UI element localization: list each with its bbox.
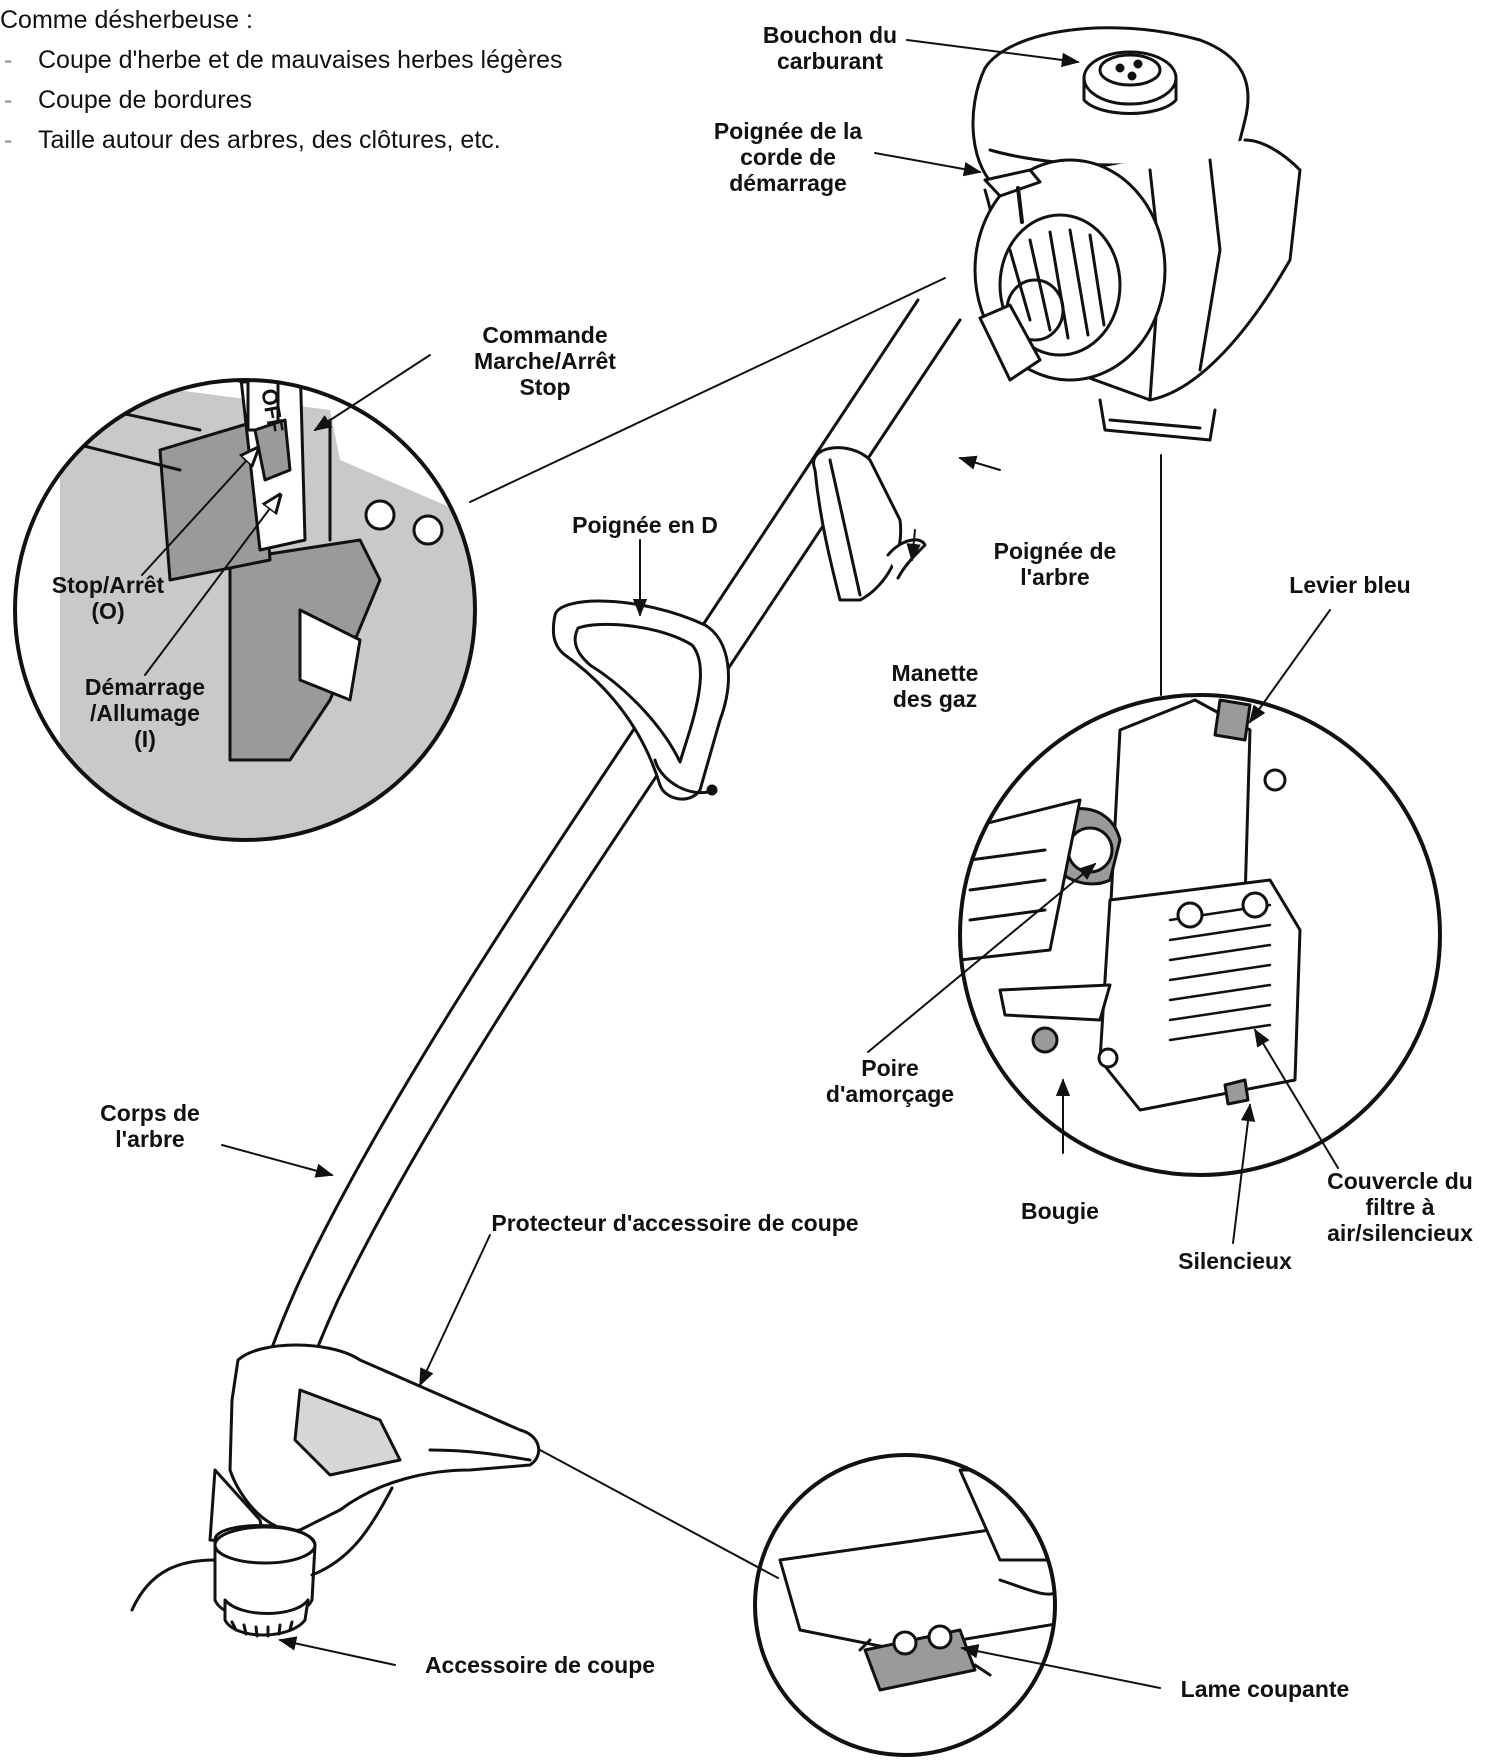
label-cutting-blade: Lame coupante — [1180, 1676, 1350, 1702]
intro-list: -Coupe d'herbe et de mauvaises herbes lé… — [0, 40, 563, 160]
intro-heading: Comme désherbeuse : — [0, 6, 253, 34]
label-blue-lever: Levier bleu — [1289, 572, 1411, 598]
switch-detail-circle: OFF — [13, 378, 477, 842]
label-spark-plug: Bougie — [1021, 1198, 1099, 1224]
switch-leader-arrows — [141, 448, 280, 676]
shaft-handle — [812, 446, 927, 602]
intro-item: -Coupe de bordures — [4, 86, 253, 114]
engine — [971, 26, 1302, 442]
blade-detail-circle — [753, 1453, 1057, 1757]
intro-item: -Coupe d'herbe et de mauvaises herbes lé… — [4, 46, 563, 74]
label-guard: Protecteur d'accessoire de coupe — [491, 1210, 859, 1236]
intro-block: Comme désherbeuse : -Coupe d'herbe et de… — [0, 0, 563, 160]
label-d-handle: Poignée en D — [572, 512, 718, 538]
leader-arrows — [221, 39, 1339, 1689]
cutting-guard — [208, 1343, 541, 1547]
fuel-cap — [1082, 50, 1178, 115]
label-start-on: Démarrage/Allumage(I) — [84, 674, 206, 752]
engine-detail-circle — [958, 693, 1442, 1177]
label-cutting-attachment: Accessoire de coupe — [424, 1652, 656, 1678]
d-handle — [551, 599, 730, 801]
label-muffler: Silencieux — [1178, 1248, 1292, 1274]
starter-rope-handle — [983, 168, 1042, 224]
trimmer-head — [130, 1486, 394, 1638]
connector-lines — [469, 277, 1162, 1579]
label-stop-off: Stop/Arrêt(O) — [51, 572, 165, 624]
intro-item: -Taille autour des arbres, des clôtures,… — [4, 126, 501, 154]
